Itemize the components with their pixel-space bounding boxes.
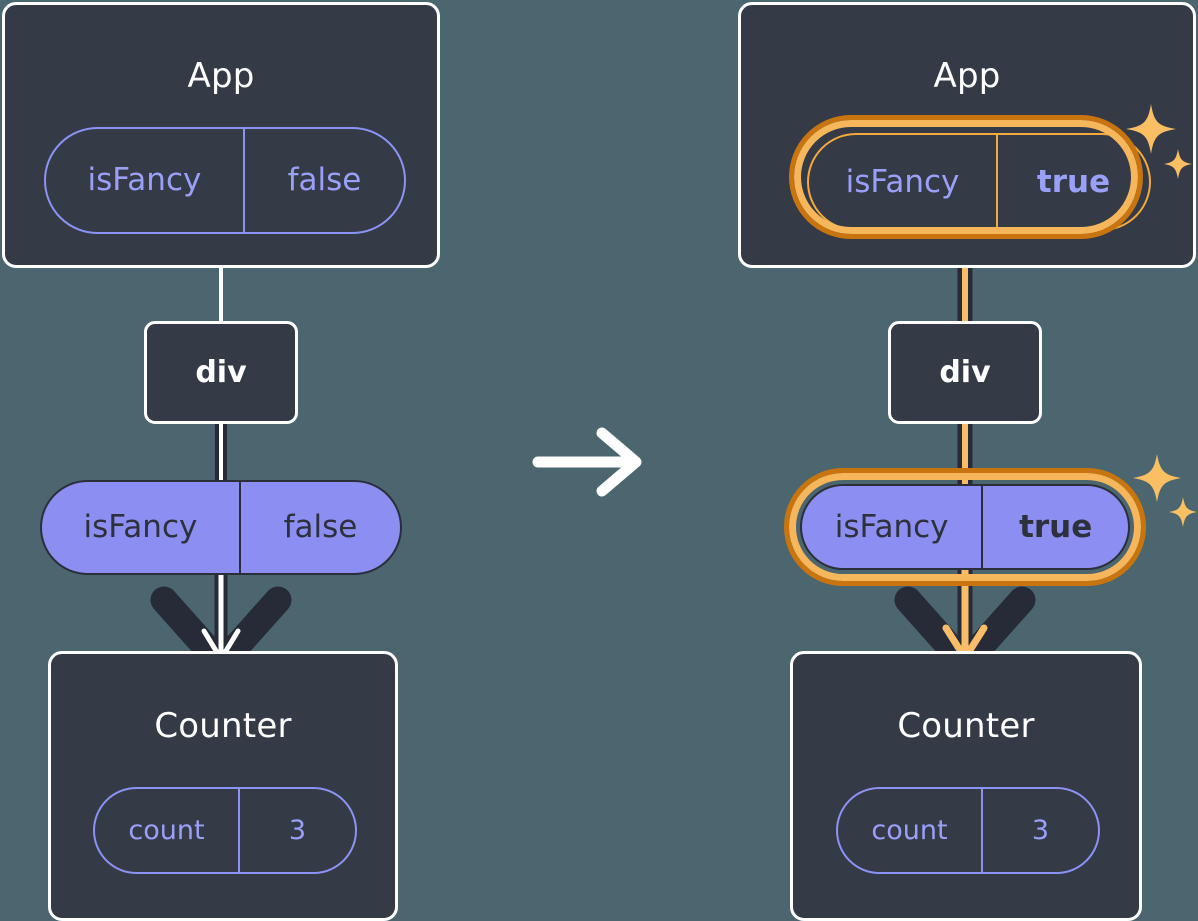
div-box-after: div xyxy=(888,321,1042,424)
div-box-label: div xyxy=(939,354,991,390)
counter-box-title: Counter xyxy=(897,706,1035,746)
counter-prop-pill-after: count 3 xyxy=(836,787,1100,874)
app-box-after: App isFancy true xyxy=(738,2,1196,268)
prop-name: count xyxy=(128,815,205,846)
prop-value: true xyxy=(981,486,1128,568)
prop-value: 3 xyxy=(238,789,355,872)
div-box-before: div xyxy=(144,321,298,424)
prop-name: isFancy xyxy=(87,162,202,198)
prop-value: false xyxy=(242,129,404,232)
prop-value: 3 xyxy=(981,789,1098,872)
counter-box-before: Counter count 3 xyxy=(48,651,398,921)
prop-name: isFancy xyxy=(834,508,949,545)
prop-value: true xyxy=(996,135,1149,229)
app-box-before: App isFancy false xyxy=(2,2,440,268)
prop-name: count xyxy=(871,815,948,846)
div-box-label: div xyxy=(195,354,247,390)
passed-prop-pill-before: isFancy false xyxy=(40,480,402,575)
prop-name: isFancy xyxy=(845,163,960,200)
app-prop-pill-before: isFancy false xyxy=(44,127,406,234)
counter-box-title: Counter xyxy=(154,706,292,746)
prop-value: false xyxy=(238,482,400,573)
counter-box-after: Counter count 3 xyxy=(790,651,1142,921)
app-prop-pill-after: isFancy true xyxy=(807,133,1151,231)
transition-arrow-right-icon xyxy=(532,427,642,497)
counter-prop-pill-before: count 3 xyxy=(93,787,357,874)
prop-name: isFancy xyxy=(83,509,198,545)
passed-prop-pill-after: isFancy true xyxy=(800,484,1130,570)
app-box-title: App xyxy=(933,56,1001,96)
app-box-title: App xyxy=(187,56,255,96)
